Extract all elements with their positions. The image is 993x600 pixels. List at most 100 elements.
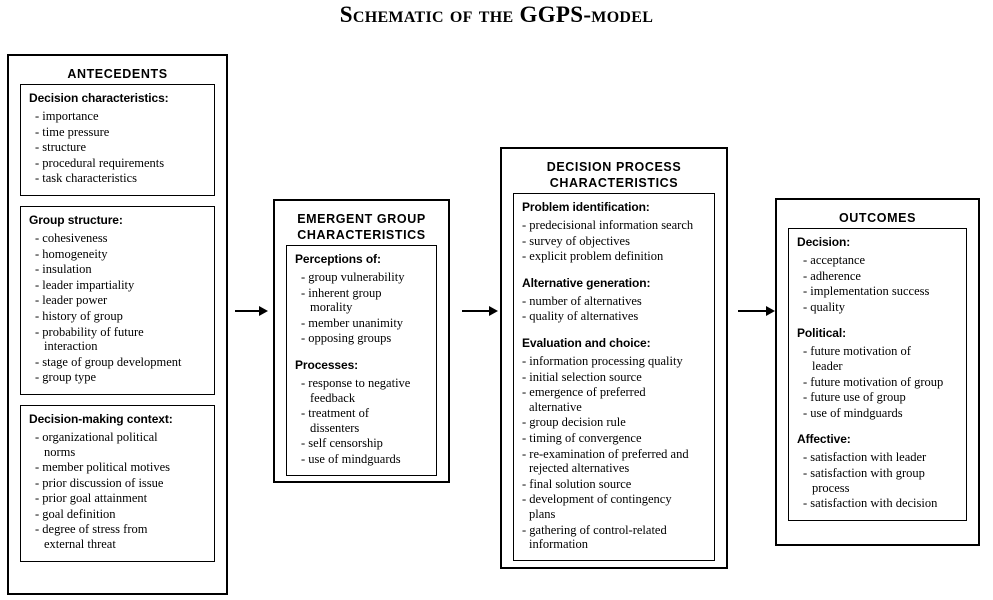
list-item: - use of mindguards [803,405,903,420]
list-item: - structure [35,140,87,155]
panel-antecedents-heading: ANTECEDENTS [67,67,168,81]
list-item: - self censorship [301,436,383,451]
list-item: - leader power [35,293,108,308]
group-evaluation-and-choice-heading: Evaluation and choice: [522,335,651,350]
list-item: - future motivation of group [803,374,944,389]
list-item: - satisfaction with decision [803,496,938,511]
list-item: - member unanimity [301,315,404,330]
list-evaluation-and-choice: - information processing quality - initi… [522,354,707,552]
list-item: - prior goal attainment [35,491,148,506]
list-item: - timing of convergence [522,430,642,445]
list-item: - adherence [803,268,861,283]
list-item: - organizational political norms [35,429,158,459]
list-group-structure: - cohesiveness - homogeneity - insulatio… [29,231,206,385]
list-item: - final solution source [522,476,632,491]
list-affective-outcomes: - satisfaction with leader - satisfactio… [797,450,958,510]
list-item: - member political motives [35,460,171,475]
arrow-shaft [235,310,260,312]
list-item: - implementation success [803,284,930,299]
list-item: - use of mindguards [301,451,401,466]
arrow-head [766,305,775,316]
list-item: - survey of objectives [522,233,630,248]
group-perceptions-heading: Perceptions of: [295,252,381,266]
group-problem-identification-heading: Problem identification: [522,200,650,214]
arrow-antecedents-to-emergent [235,305,268,317]
list-item: - group decision rule [522,415,626,430]
arrow-shaft [738,310,767,312]
list-item: - degree of stress from external threat [35,522,148,552]
arrow-emergent-to-process [462,305,498,317]
list-item: - task characteristics [35,171,138,186]
group-political-heading: Political: [797,326,847,341]
group-decision-heading: Decision: [797,235,851,249]
list-item: - gathering of control-related informati… [522,522,667,552]
panel-heading-line-2: CHARACTERISTICS [297,228,426,242]
arrow-shaft [462,310,490,312]
panel-heading-line-1: EMERGENT GROUP [297,212,426,226]
list-item: - future use of group [803,390,906,405]
panel-outcomes-heading: OUTCOMES [838,211,917,225]
group-decision-process-details: Problem identification: - predecisional … [513,193,715,561]
list-political-outcomes: - future motivation of leader - future m… [797,344,958,420]
panel-emergent-group-characteristics: EMERGENT GROUP CHARACTERISTICS Perceptio… [273,199,450,483]
list-item: - initial selection source [522,369,642,384]
list-alternative-generation: - number of alternatives - quality of al… [522,294,707,324]
list-item: - stage of group development [35,354,182,369]
panel-decision-process-characteristics-heading: DECISION PROCESS CHARACTERISTICS [502,149,726,193]
arrow-head [259,305,268,316]
list-item: - treatment of dissenters [301,406,370,435]
list-item: - prior discussion of issue [35,475,164,490]
list-item: - development of contingency plans [522,492,672,521]
list-item: - time pressure [35,124,110,139]
list-item: - satisfaction with leader [803,450,927,465]
panel-decision-process-characteristics: DECISION PROCESS CHARACTERISTICS Problem… [500,147,728,569]
group-processes-heading: Processes: [295,357,359,372]
list-item: - quality [803,299,846,314]
list-perceptions: - group vulnerability - inherent group m… [295,270,429,346]
list-item: - future motivation of leader [803,344,911,373]
list-item: - leader impartiality [35,277,135,292]
list-decision-making-context: - organizational political norms - membe… [29,430,206,552]
list-item: - information processing quality [522,353,683,368]
group-decision-characteristics: Decision characteristics: - importance -… [20,84,215,196]
page-title: Schematic of the GGPS-model [0,2,993,28]
group-decision-characteristics-heading: Decision characteristics: [29,91,169,105]
list-item: - goal definition [35,506,116,521]
list-item: - predecisional information search [522,218,694,232]
group-outcome-details: Decision: - acceptance - adherence - imp… [788,228,967,521]
group-perceptions-and-processes: Perceptions of: - group vulnerability - … [286,245,437,476]
list-processes: - response to negative feedback - treatm… [295,376,429,467]
list-item: - opposing groups [301,331,392,346]
list-item: - acceptance [803,253,866,267]
list-item: - group vulnerability [301,270,405,284]
list-item: - response to negative feedback [301,375,411,405]
list-item: - cohesiveness [35,230,108,245]
group-alternative-generation-heading: Alternative generation: [522,275,651,290]
arrow-head [489,305,498,316]
list-item: - insulation [35,262,92,277]
list-item: - emergence of preferred alternative [522,385,646,414]
panel-heading-line-1: DECISION PROCESS [546,160,682,174]
list-item: - explicit problem definition [522,249,664,264]
list-decision-characteristics: - importance - time pressure - structure… [29,109,206,186]
page-title-text: Schematic of the GGPS-model [339,2,654,27]
list-item: - probability of future interaction [35,324,144,354]
arrow-process-to-outcomes [738,305,776,317]
list-item: - inherent group morality [301,285,382,315]
group-group-structure: Group structure: - cohesiveness - homoge… [20,205,215,395]
list-item: - procedural requirements [35,155,165,170]
panel-outcomes: OUTCOMES Decision: - acceptance - adhere… [775,198,980,546]
group-decision-making-context: Decision-making context: - organizationa… [20,404,215,562]
list-item: - re-examination of preferred and reject… [522,446,689,476]
group-decision-making-context-heading: Decision-making context: [29,411,173,426]
list-item: - group type [35,370,97,385]
list-item: - homogeneity [35,246,108,261]
panel-emergent-group-characteristics-heading: EMERGENT GROUP CHARACTERISTICS [275,201,448,245]
group-affective-heading: Affective: [797,432,851,447]
list-problem-identification: - predecisional information search - sur… [522,218,707,264]
list-item: - history of group [35,308,123,323]
list-decision-outcomes: - acceptance - adherence - implementatio… [797,253,958,314]
list-item: - quality of alternatives [522,309,639,324]
list-item: - importance [35,109,99,123]
group-group-structure-heading: Group structure: [29,212,123,227]
